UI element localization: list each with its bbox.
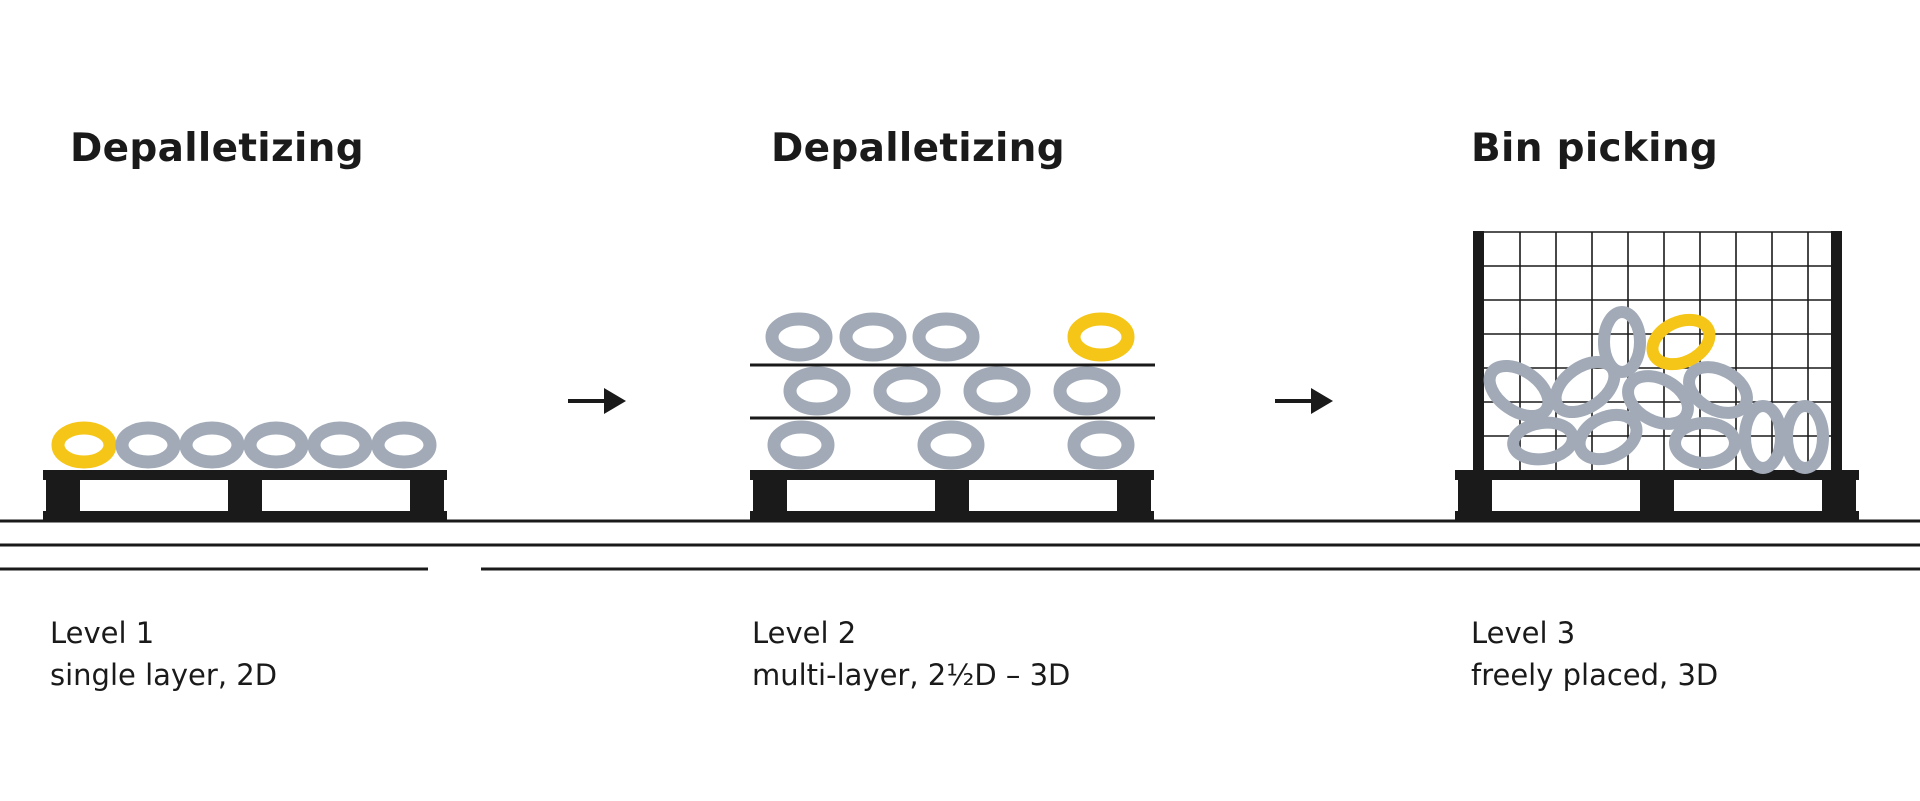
part	[1683, 361, 1753, 419]
stage3-caption: Level 3 freely placed, 3D	[1471, 612, 1718, 696]
part	[765, 312, 833, 362]
part	[1067, 420, 1135, 470]
part	[307, 421, 373, 469]
stage2-caption: Level 2 multi-layer, 2½D – 3D	[752, 612, 1070, 696]
part	[917, 420, 985, 470]
part	[783, 366, 851, 416]
pallet-stage2	[750, 470, 1154, 521]
pallet-stage3	[1455, 470, 1859, 521]
stage2-title: Depalletizing	[771, 126, 1065, 171]
part	[1573, 408, 1643, 466]
parts-stage1	[51, 421, 437, 469]
arrow-icon	[1275, 388, 1333, 414]
part	[1053, 366, 1121, 416]
part	[873, 366, 941, 416]
stage1-level: Level 1	[50, 616, 155, 650]
part	[1622, 370, 1694, 430]
stage1-title: Depalletizing	[70, 126, 364, 171]
arrow-icon	[568, 388, 626, 414]
part	[1598, 306, 1646, 378]
part	[115, 421, 181, 469]
part	[912, 312, 980, 362]
highlighted-part	[1067, 312, 1135, 362]
part	[767, 420, 835, 470]
stage1-description: single layer, 2D	[50, 658, 278, 692]
parts-stage3	[1483, 306, 1829, 474]
part	[963, 366, 1031, 416]
floor-lines	[0, 519, 1920, 571]
part	[1669, 417, 1741, 469]
part	[1781, 400, 1829, 474]
stage2-level: Level 2	[752, 616, 857, 650]
highlighted-part	[51, 421, 117, 469]
stage3-level: Level 3	[1471, 616, 1576, 650]
part	[1507, 416, 1579, 466]
part	[179, 421, 245, 469]
wire-mesh-bin	[1473, 231, 1842, 471]
highlighted-part	[1646, 313, 1716, 371]
stage1-caption: Level 1 single layer, 2D	[50, 612, 277, 696]
part	[371, 421, 437, 469]
stage2-description: multi-layer, 2½D – 3D	[752, 658, 1071, 692]
part	[1739, 400, 1787, 474]
layer-separators	[750, 363, 1155, 420]
part	[1483, 359, 1555, 423]
stage3-title: Bin picking	[1471, 126, 1719, 171]
parts-stage2	[765, 312, 1135, 470]
pallet-stage1	[43, 470, 447, 521]
stage3-description: freely placed, 3D	[1471, 658, 1719, 692]
part	[839, 312, 907, 362]
part	[243, 421, 309, 469]
